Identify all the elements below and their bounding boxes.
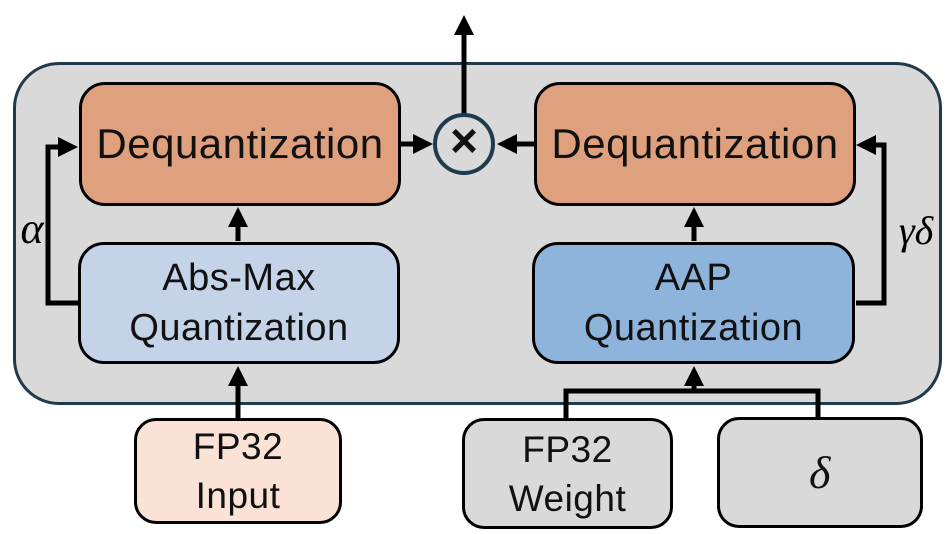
aap-label-line2: Quantization: [583, 307, 804, 349]
fp32-input-label-line1: FP32: [192, 426, 284, 467]
delta-input-label: δ: [809, 446, 831, 498]
aap-label-line1: AAP: [654, 257, 733, 299]
absmax-label-line1: Abs-Max: [162, 257, 316, 299]
fp32-weight-node: FP32 Weight: [462, 418, 673, 529]
multiply-symbol: ×: [449, 115, 479, 168]
fp32-input-node: FP32 Input: [134, 418, 342, 524]
fp32-weight-label-line2: Weight: [508, 477, 627, 519]
absmax-quantization-node: Abs-Max Quantization: [78, 242, 400, 364]
gamma-delta-scale-label: γδ: [898, 207, 934, 253]
alpha-scale-label: α: [20, 203, 44, 253]
aap-quantization-node: AAP Quantization: [532, 242, 855, 364]
dequantization-right-node: Dequantization: [534, 82, 856, 206]
dequantization-right-label: Dequantization: [551, 119, 839, 167]
fp32-weight-label-line1: FP32: [522, 428, 613, 470]
fp32-input-label-line2: Input: [195, 475, 281, 516]
dequantization-left-node: Dequantization: [79, 82, 401, 206]
multiply-operator-node: ×: [433, 113, 495, 175]
delta-input-node: δ: [717, 417, 923, 528]
dequantization-left-label: Dequantization: [96, 119, 384, 167]
absmax-label-line2: Quantization: [129, 307, 349, 349]
